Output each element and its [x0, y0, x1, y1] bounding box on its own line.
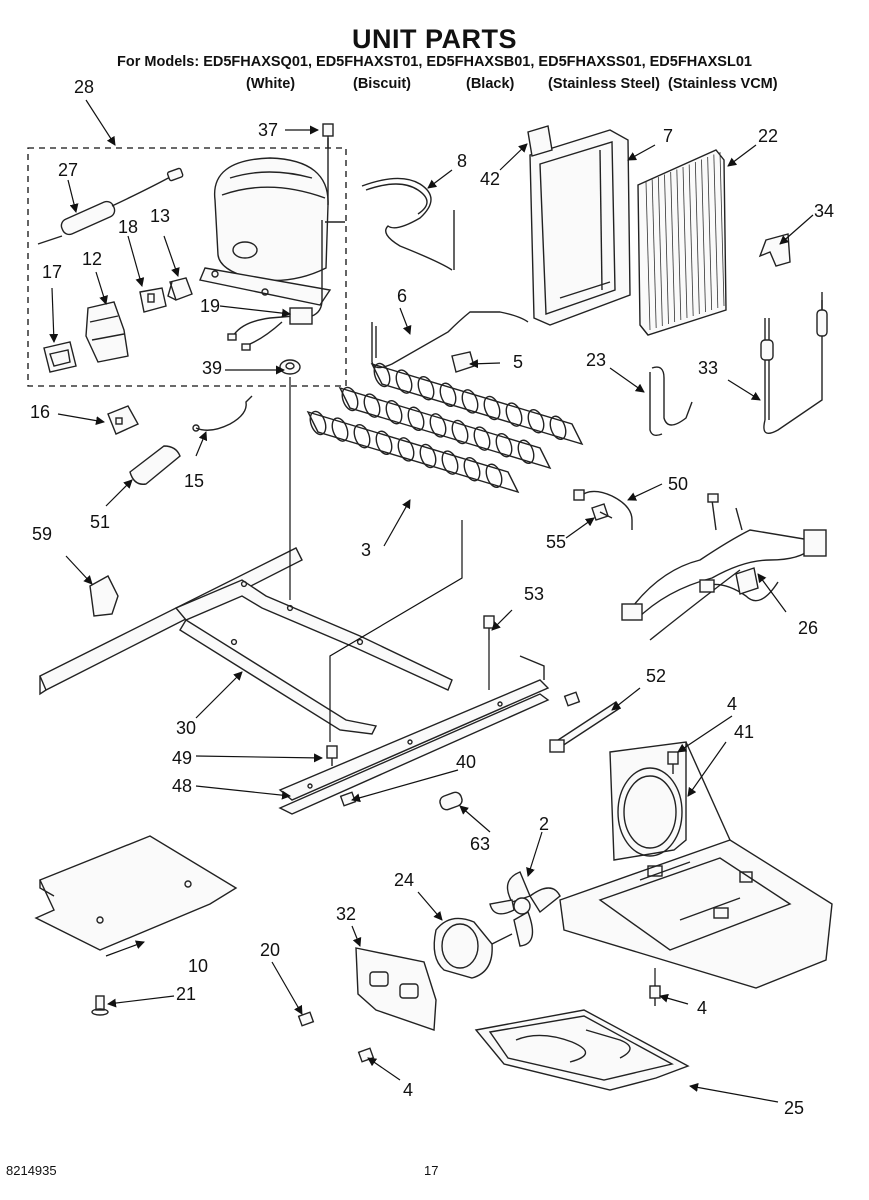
part-19-harness — [227, 220, 323, 351]
variant-stainless-steel: (Stainless Steel) — [548, 76, 661, 92]
part-5-clip — [451, 351, 475, 373]
part-51-sleeve — [129, 445, 181, 485]
callout-29: 41 — [734, 722, 754, 742]
callout-33: 48 — [172, 776, 192, 796]
part-21-fastener — [91, 995, 109, 1016]
callout-8: 13 — [150, 206, 170, 226]
part-32-bracket — [355, 947, 437, 1031]
callout-6: 22 — [758, 126, 778, 146]
callout-28: 4 — [727, 694, 737, 714]
part-42-clip — [527, 125, 553, 157]
part-20-cover — [34, 835, 238, 951]
variant-biscuit: (Biscuit) — [353, 76, 411, 92]
part-2-fan-blade — [489, 871, 561, 947]
part-22-condenser — [637, 149, 727, 336]
part-50-wire — [573, 489, 633, 530]
callout-15: 39 — [202, 358, 222, 378]
callout-2: 27 — [58, 160, 78, 180]
callout-38: 20 — [260, 940, 280, 960]
part-4-screw-mid — [649, 985, 661, 1006]
part-18-overload — [139, 287, 167, 313]
callout-0: 28 — [74, 77, 94, 97]
callout-35: 63 — [470, 834, 490, 854]
part-6-tube — [371, 311, 529, 369]
callout-21: 50 — [668, 474, 688, 494]
compressor — [199, 138, 345, 306]
callout-22: 55 — [546, 532, 566, 552]
variant-stainless-vcm: (Stainless VCM) — [668, 76, 778, 92]
part-24-motor — [433, 917, 513, 979]
callout-34: 2 — [539, 814, 549, 834]
part-13-cover — [167, 277, 193, 301]
part-23-wire — [649, 366, 693, 437]
callout-37: 32 — [336, 904, 356, 924]
callout-43: 25 — [784, 1098, 804, 1118]
callout-20: 51 — [90, 512, 110, 532]
screw-37 — [322, 123, 334, 148]
callout-30: 30 — [176, 718, 196, 738]
part-25-drain-pan — [474, 1009, 690, 1091]
part-16-connector — [107, 405, 139, 435]
part-8-tube — [361, 177, 455, 271]
part-33-tube — [760, 292, 828, 434]
callout-7: 18 — [118, 217, 138, 237]
callout-31: 49 — [172, 748, 192, 768]
callout-42: 4 — [403, 1080, 413, 1100]
part-3-evaporator — [306, 362, 584, 494]
callout-36: 24 — [394, 870, 414, 890]
part-27-filter-drier — [37, 167, 184, 245]
variant-white: (White) — [246, 76, 296, 92]
doc-number: 8214935 — [6, 1163, 57, 1178]
part-53-screw — [483, 615, 495, 640]
page-title: UNIT PARTS — [352, 24, 517, 54]
part-26-harness — [621, 493, 827, 641]
part-52-strap — [549, 701, 621, 753]
callout-4: 42 — [480, 169, 500, 189]
callout-26: 53 — [524, 584, 544, 604]
callout-13: 6 — [397, 286, 407, 306]
callout-23: 3 — [361, 540, 371, 560]
callout-18: 16 — [30, 402, 50, 422]
callout-12: 19 — [200, 296, 220, 316]
callout-11: 34 — [814, 201, 834, 221]
part-12-relay — [85, 301, 129, 363]
part-48-rail — [278, 655, 550, 815]
part-41-housing — [559, 741, 833, 989]
callout-27: 52 — [646, 666, 666, 686]
part-4-screw-top — [667, 751, 679, 774]
kit-28-bracket — [27, 147, 347, 387]
callout-16: 23 — [586, 350, 606, 370]
callout-24: 59 — [32, 524, 52, 544]
models-line: For Models: ED5FHAXSQ01, ED5FHAXST01, ED… — [117, 54, 752, 70]
part-63-grommet — [439, 791, 463, 811]
part-55-screw — [591, 503, 613, 521]
callout-3: 8 — [457, 151, 467, 171]
part-59-bracket — [89, 575, 119, 617]
part-7-shroud — [529, 129, 631, 326]
page-number: 17 — [424, 1163, 439, 1178]
part-10-screw — [297, 1011, 315, 1027]
callout-14: 5 — [513, 352, 523, 372]
callout-19: 15 — [184, 471, 204, 491]
callout-41: 4 — [697, 998, 707, 1018]
part-15-wire — [192, 395, 253, 432]
callout-1: 37 — [258, 120, 278, 140]
part-39-grommet — [279, 359, 301, 375]
part-30-crossmember — [174, 579, 453, 735]
variant-black: (Black) — [466, 76, 515, 92]
callout-25: 26 — [798, 618, 818, 638]
callout-32: 40 — [456, 752, 476, 772]
part-49-screw — [326, 745, 338, 766]
callout-10: 17 — [42, 262, 62, 282]
callout-17: 33 — [698, 358, 718, 378]
callout-39: 10 — [188, 956, 208, 976]
part-17-capacitor — [43, 341, 77, 373]
callout-5: 7 — [663, 126, 673, 146]
callout-9: 12 — [82, 249, 102, 269]
callout-40: 21 — [176, 984, 196, 1004]
